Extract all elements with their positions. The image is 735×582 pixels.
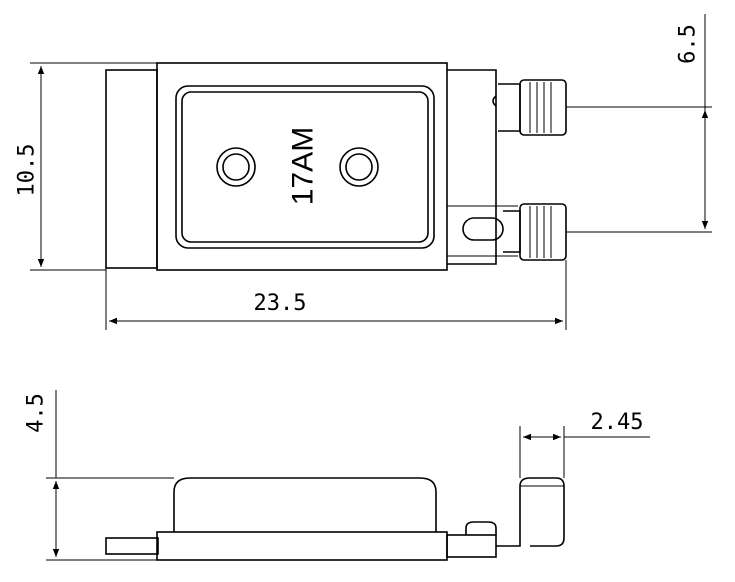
side-cap <box>173 477 437 532</box>
terminal-upper <box>498 79 567 136</box>
dim-height-side-label: 4.5 <box>24 393 49 433</box>
end-block <box>447 69 497 265</box>
dim-height-top-label: 10.5 <box>15 144 40 197</box>
dim-height-side: 4.5 <box>24 390 174 561</box>
left-flange <box>105 69 158 269</box>
rivet-right <box>339 147 379 187</box>
dim-terminal-offset-label: 2.45 <box>591 410 644 435</box>
side-end-block <box>446 534 497 558</box>
side-base <box>156 531 448 561</box>
slot-hole <box>462 217 504 241</box>
dim-terminal-pitch-label: 6.5 <box>676 24 701 64</box>
side-left-tab <box>105 537 159 555</box>
main-body <box>156 62 448 271</box>
rivet-left <box>216 147 256 187</box>
cap-inner <box>181 91 429 243</box>
dim-height-top: 10.5 <box>15 62 157 271</box>
dim-length-label: 23.5 <box>254 291 307 316</box>
dim-terminal-offset: 2.45 <box>519 410 650 478</box>
top-view: 17AM 10.5 <box>15 14 712 330</box>
cap-outer <box>175 85 435 249</box>
terminal-lower <box>503 203 567 261</box>
side-bump <box>465 521 497 535</box>
dim-terminal-pitch: 6.5 <box>566 14 712 233</box>
part-marking: 17AM <box>287 127 320 205</box>
side-terminal <box>496 477 565 547</box>
dim-length: 23.5 <box>105 260 567 330</box>
side-view: 4.5 2.45 <box>24 390 650 561</box>
